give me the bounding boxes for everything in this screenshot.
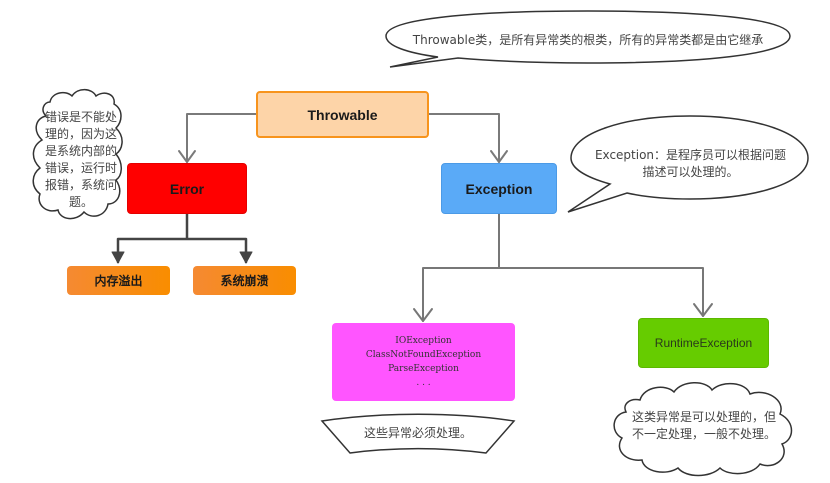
node-throwable[interactable]: Throwable bbox=[256, 91, 429, 138]
connector-throwable-error bbox=[186, 113, 257, 163]
checked-exception-ellipsis: . . . bbox=[416, 378, 431, 388]
arrowhead-exception bbox=[490, 150, 508, 163]
node-throwable-label: Throwable bbox=[307, 106, 378, 123]
node-system-crash[interactable]: 系统崩溃 bbox=[193, 266, 296, 295]
runtime-note-line: 这类异常是可以处理的，但 bbox=[631, 410, 776, 424]
node-exception-label: Exception bbox=[465, 180, 533, 197]
node-runtime-exception-label: RuntimeException bbox=[654, 336, 753, 350]
exception-note-line: Exception：是程序员可以根据问题 bbox=[594, 148, 787, 162]
node-checked-exceptions[interactable]: IOException ClassNotFoundException Parse… bbox=[332, 323, 515, 401]
node-out-of-memory[interactable]: 内存溢出 bbox=[67, 266, 170, 295]
arrowhead-oom bbox=[111, 251, 125, 264]
error-note: 错误是不能处 理的，因为这 是系统内部的 错误，运行时 报错，系统问 题。 bbox=[34, 109, 128, 211]
checked-note-banner bbox=[320, 413, 516, 454]
error-note-line: 错误是不能处 bbox=[44, 110, 117, 124]
exception-note-line: 描述可以处理的。 bbox=[642, 165, 739, 179]
checked-note: 这些异常必须处理。 bbox=[363, 426, 472, 440]
error-note-line: 是系统内部的 bbox=[44, 144, 117, 158]
error-note-line: 报错，系统问 bbox=[44, 178, 117, 192]
runtime-note-cloud bbox=[613, 382, 793, 477]
arrowhead-runtime bbox=[693, 303, 713, 317]
node-runtime-exception[interactable]: RuntimeException bbox=[638, 318, 769, 368]
error-note-line: 题。 bbox=[68, 195, 93, 209]
connector-throwable-exception bbox=[428, 113, 500, 163]
runtime-note-line: 不一定处理，一般不处理。 bbox=[631, 427, 776, 441]
error-note-line: 理的，因为这 bbox=[44, 127, 117, 141]
connector-error-children bbox=[116, 212, 248, 264]
arrowhead-checked bbox=[413, 308, 433, 322]
connector-exception-children bbox=[422, 213, 704, 322]
node-error-label: Error bbox=[169, 180, 205, 197]
exception-note-bubble bbox=[567, 115, 809, 213]
node-error[interactable]: Error bbox=[127, 163, 247, 214]
throwable-note: Throwable类，是所有异常类的根类，所有的异常类都是由它继承 bbox=[412, 33, 764, 47]
node-exception[interactable]: Exception bbox=[441, 163, 557, 214]
arrowhead-crash bbox=[239, 251, 253, 264]
exception-note: Exception：是程序员可以根据问题 描述可以处理的。 bbox=[578, 147, 803, 181]
error-note-cloud bbox=[32, 88, 123, 220]
checked-exception-item: ParseException bbox=[388, 364, 459, 374]
throwable-note-bubble bbox=[385, 10, 791, 68]
arrowhead-error bbox=[178, 150, 196, 163]
node-out-of-memory-label: 内存溢出 bbox=[94, 274, 143, 288]
checked-exception-item: ClassNotFoundException bbox=[365, 350, 482, 360]
runtime-note: 这类异常是可以处理的，但 不一定处理，一般不处理。 bbox=[616, 409, 792, 443]
node-system-crash-label: 系统崩溃 bbox=[220, 274, 269, 288]
error-note-line: 错误，运行时 bbox=[44, 161, 117, 175]
checked-exception-item: IOException bbox=[395, 336, 452, 346]
